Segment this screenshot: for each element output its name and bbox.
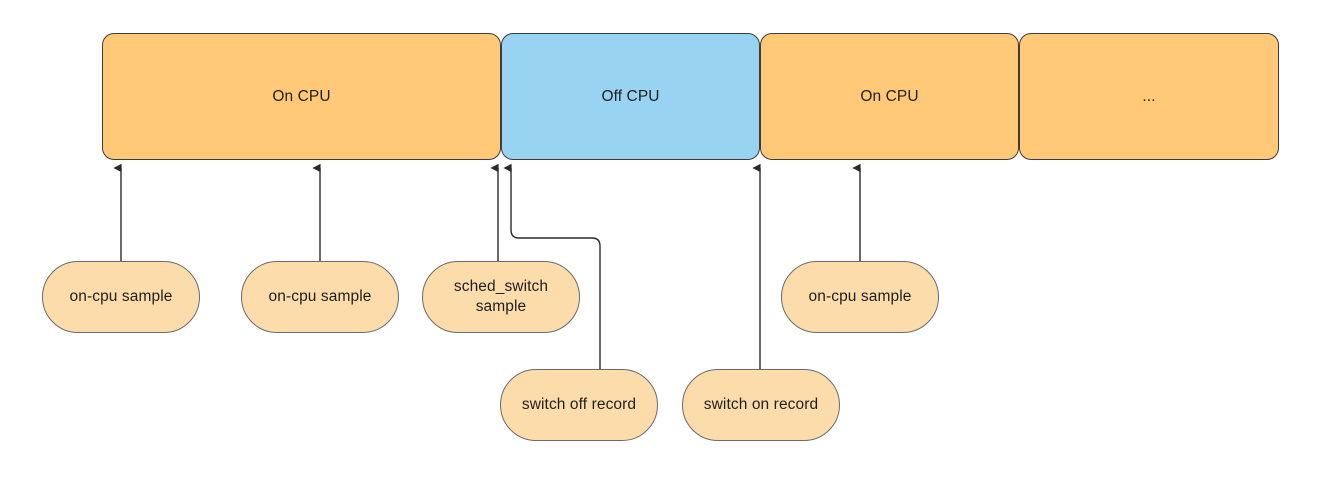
timeline-block-ellipsis[interactable]: ... [1019, 33, 1279, 160]
callout-label: sched_switch sample [448, 277, 554, 317]
callout-label: on-cpu sample [69, 288, 173, 306]
timeline-block-off-cpu-1[interactable]: Off CPU [501, 33, 760, 160]
callout-sched-switch-sample[interactable]: sched_switch sample [422, 261, 580, 333]
timeline-block-label: On CPU [272, 87, 331, 105]
callout-switch-on-record[interactable]: switch on record [682, 369, 840, 441]
callout-label: switch off record [521, 396, 637, 414]
timeline-block-label: Off CPU [601, 87, 660, 105]
timeline-block-on-cpu-1[interactable]: On CPU [102, 33, 501, 160]
callout-on-cpu-sample-3[interactable]: on-cpu sample [781, 261, 939, 333]
callout-label-line-1: sched_switch [453, 278, 549, 296]
callout-label: switch on record [703, 396, 819, 414]
callout-label: on-cpu sample [808, 288, 912, 306]
timeline-block-label: ... [1142, 87, 1156, 105]
timeline-block-on-cpu-2[interactable]: On CPU [760, 33, 1019, 160]
timeline-block-label: On CPU [860, 87, 919, 105]
callout-switch-off-record[interactable]: switch off record [500, 369, 658, 441]
callout-label: on-cpu sample [268, 288, 372, 306]
callout-on-cpu-sample-1[interactable]: on-cpu sample [42, 261, 200, 333]
callout-on-cpu-sample-2[interactable]: on-cpu sample [241, 261, 399, 333]
callout-label-line-2: sample [475, 298, 527, 315]
